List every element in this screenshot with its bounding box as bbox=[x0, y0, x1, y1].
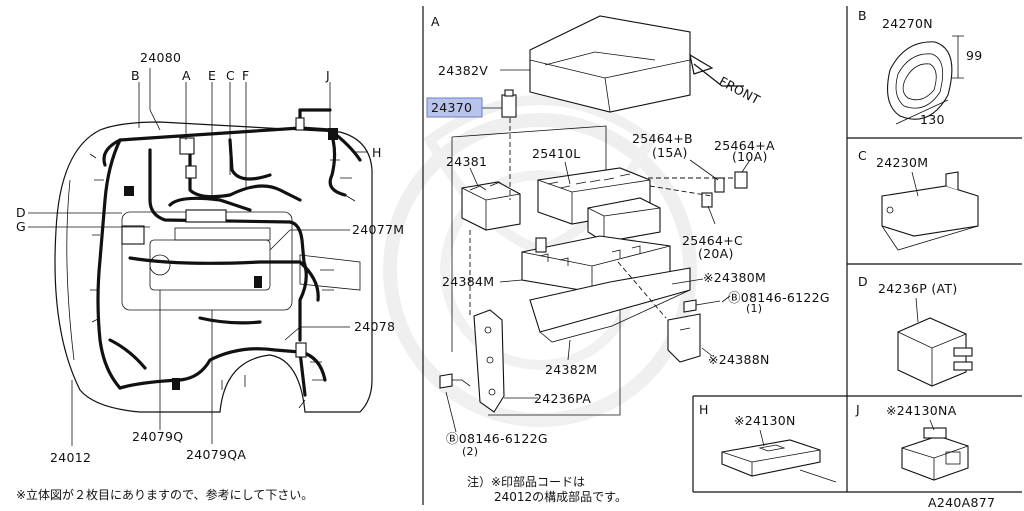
callout-24077m[interactable]: 24077M bbox=[352, 222, 404, 237]
engine-harness-drawing bbox=[54, 108, 373, 413]
drawing-code: A240A877 bbox=[928, 495, 995, 510]
callout-24236pa[interactable]: 24236PA bbox=[534, 391, 591, 406]
callout-24130n[interactable]: ※24130N bbox=[734, 413, 796, 428]
front-direction-label: FRONT bbox=[717, 73, 763, 107]
panel-a-drawing bbox=[439, 15, 748, 416]
panel-a-leaders bbox=[445, 69, 751, 433]
panel-j-letter: J bbox=[855, 402, 860, 417]
callout-24230m[interactable]: 24230M bbox=[876, 155, 928, 170]
panel-d-labels: D 24236P (AT) bbox=[858, 274, 958, 323]
panel-a-note-line2: 24012の構成部品です。 bbox=[494, 489, 627, 504]
callout-25464-c[interactable]: 25464+C bbox=[682, 233, 743, 248]
callout-25464-b[interactable]: 25464+B bbox=[632, 131, 693, 146]
callout-24381[interactable]: 24381 bbox=[446, 154, 487, 169]
left-footnote: ※立体図が２枚目にありますので、参考にして下さい。 bbox=[16, 487, 313, 502]
callout-24388n[interactable]: ※24388N bbox=[708, 352, 770, 367]
callout-25464-a-amp[interactable]: (10A) bbox=[732, 149, 768, 164]
left-callout-leaders bbox=[28, 68, 368, 446]
callout-25410l[interactable]: 25410L bbox=[532, 146, 581, 161]
dimension-99: 99 bbox=[966, 48, 983, 63]
callout-25464-a[interactable]: 25464+A bbox=[714, 138, 775, 153]
callout-d[interactable]: D bbox=[16, 205, 26, 220]
panel-c-letter: C bbox=[858, 148, 867, 163]
panel-b-drawing bbox=[887, 35, 964, 125]
panel-h-drawing bbox=[721, 439, 837, 483]
callout-24078[interactable]: 24078 bbox=[354, 319, 395, 334]
callout-e[interactable]: E bbox=[208, 68, 216, 83]
panel-c-labels: C 24230M bbox=[858, 148, 928, 197]
callout-j[interactable]: J bbox=[325, 68, 330, 83]
callout-a[interactable]: A bbox=[182, 68, 191, 83]
panel-j-labels: J ※24130NA bbox=[855, 402, 957, 431]
panel-borders bbox=[422, 6, 1022, 505]
panel-b-letter: B bbox=[858, 8, 867, 23]
panel-c-drawing bbox=[881, 171, 979, 251]
panel-h-letter: H bbox=[699, 402, 709, 417]
callout-c[interactable]: C bbox=[226, 68, 235, 83]
panel-h-labels: H ※24130N bbox=[699, 402, 796, 447]
callout-bolt-08146-1[interactable]: Ⓑ08146-6122G bbox=[728, 290, 830, 305]
callout-bolt-08146-2[interactable]: Ⓑ08146-6122G bbox=[446, 431, 548, 446]
callout-bolt-08146-1-qty: (1) bbox=[746, 302, 762, 315]
callout-24370[interactable]: 24370 bbox=[431, 100, 472, 115]
callout-24380m[interactable]: ※24380M bbox=[703, 270, 766, 285]
panel-j-drawing bbox=[901, 427, 969, 481]
callout-24079q[interactable]: 24079Q bbox=[132, 429, 183, 444]
callout-bolt-08146-2-qty: (2) bbox=[462, 445, 478, 458]
callout-b[interactable]: B bbox=[131, 68, 140, 83]
panel-b-labels: B 24270N 99 130 bbox=[858, 8, 983, 127]
callout-h[interactable]: H bbox=[372, 145, 382, 160]
callout-24012[interactable]: 24012 bbox=[50, 450, 91, 465]
callout-24079qa[interactable]: 24079QA bbox=[186, 447, 246, 462]
left-callout-labels: 24080 B A E C F J H D G 24077M 24078 240… bbox=[16, 50, 404, 502]
callout-25464-c-amp[interactable]: (20A) bbox=[698, 246, 734, 261]
callout-24382m[interactable]: 24382M bbox=[545, 362, 597, 377]
callout-24236p-at[interactable]: 24236P (AT) bbox=[878, 281, 958, 296]
callout-25464-b-amp[interactable]: (15A) bbox=[652, 145, 688, 160]
callout-f[interactable]: F bbox=[242, 68, 250, 83]
panel-d-letter: D bbox=[858, 274, 868, 289]
panel-a-note-line1: 注）※印部品コードは bbox=[467, 474, 585, 489]
callout-g[interactable]: G bbox=[16, 219, 26, 234]
dimension-130: 130 bbox=[920, 112, 945, 127]
callout-24080[interactable]: 24080 bbox=[140, 50, 181, 65]
callout-24384m[interactable]: 24384M bbox=[442, 274, 494, 289]
panel-a-letter: A bbox=[431, 14, 440, 29]
highlight-box-24370[interactable] bbox=[426, 97, 483, 118]
callout-24270n[interactable]: 24270N bbox=[882, 16, 933, 31]
panel-a-labels: A 24382V 24370 24381 25410L 25464+B (15A… bbox=[426, 14, 830, 504]
callout-24130na[interactable]: ※24130NA bbox=[886, 403, 957, 418]
panel-d-drawing bbox=[897, 317, 973, 387]
callout-24382v[interactable]: 24382V bbox=[438, 63, 488, 78]
